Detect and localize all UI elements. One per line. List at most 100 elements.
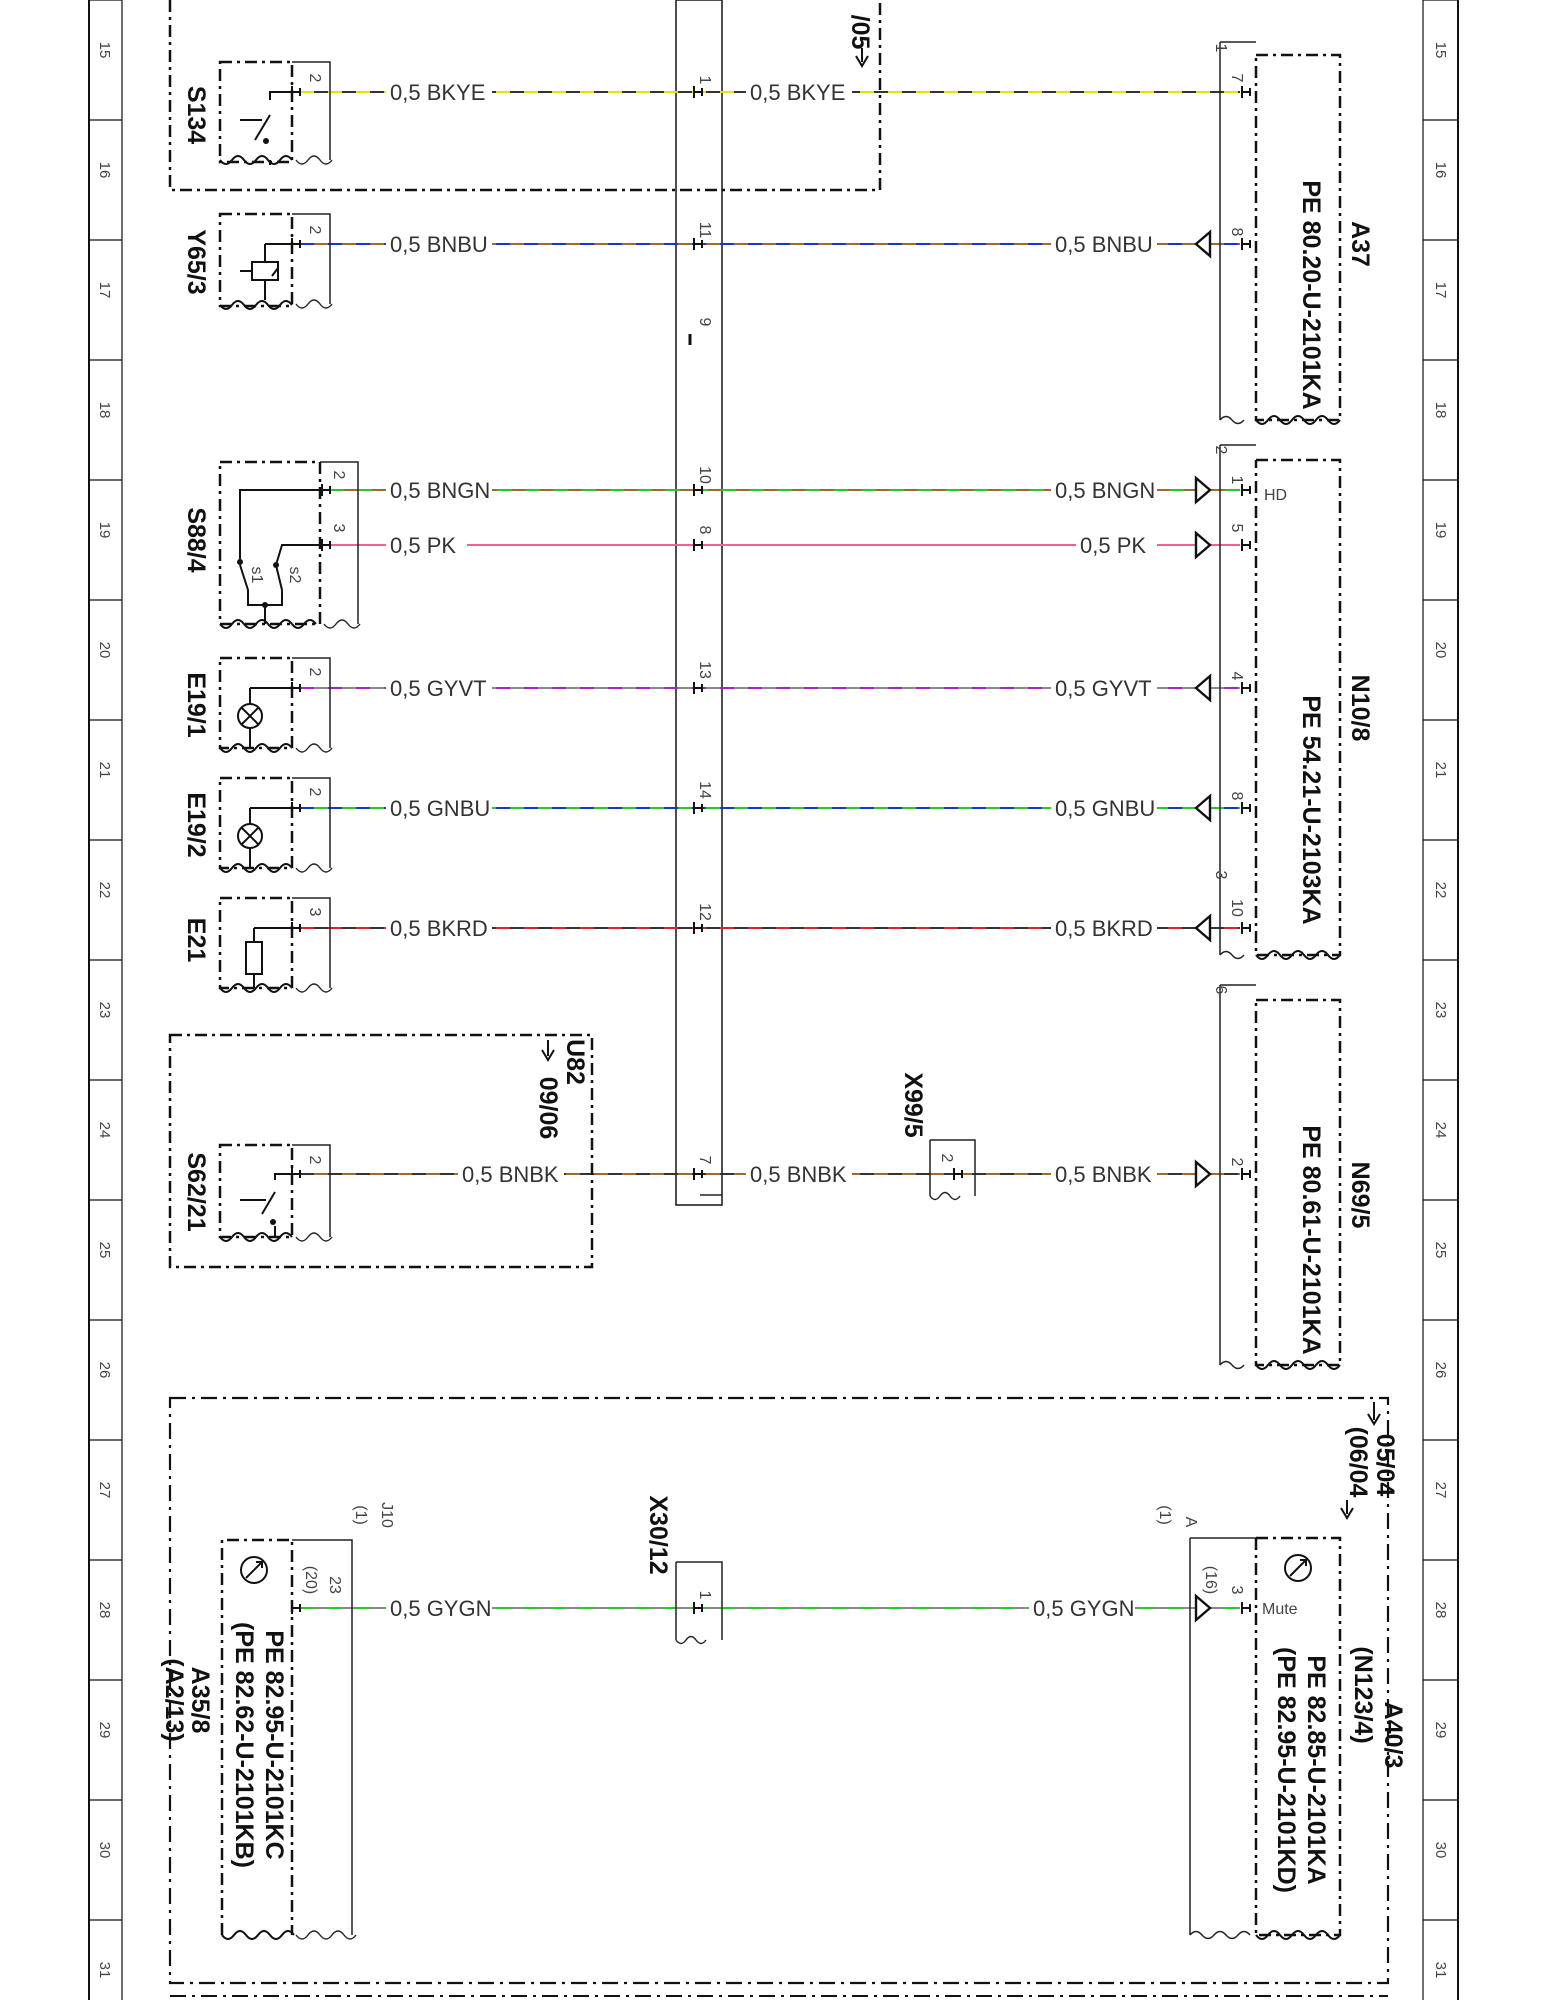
grid-label-left: 27 — [96, 1482, 113, 1499]
s134-group-frame — [168, 0, 882, 192]
e21-label: E21 — [182, 918, 210, 963]
grid-label-right: 19 — [1432, 522, 1449, 539]
a40-3-mute: Mute — [1262, 1601, 1298, 1618]
top-ref-arrow — [855, 48, 869, 68]
wire-label-bkrd: 0,5 BKRD — [390, 916, 488, 941]
wire-label-bg — [386, 536, 467, 560]
a40-3-ref1: 05/04 — [1371, 1434, 1399, 1497]
wire-label-gyvt: 0,5 GYVT — [390, 676, 487, 701]
component-a35-8: PE 82.95-U-2101KC (PE 82.62-U-2101KB) A3… — [160, 1502, 395, 1940]
connector-pin-1: 1 — [696, 76, 713, 85]
connector-pin-14: 14 — [696, 781, 713, 799]
u82-group-frame — [168, 1033, 594, 1269]
a37-body — [1254, 53, 1342, 422]
a35-8-pe1: PE 82.95-U-2101KC — [260, 1630, 288, 1859]
connector-pin-9: 9 — [696, 318, 713, 327]
connector-pin-10: 10 — [696, 466, 713, 484]
pin-terminal — [693, 539, 703, 551]
u82-ref: 09/06 — [534, 1077, 562, 1140]
pin-terminal — [1241, 238, 1251, 250]
wire-label-bg — [386, 481, 492, 505]
grid-label-right: 22 — [1432, 882, 1449, 899]
pin-terminal — [1241, 484, 1251, 496]
grid-label-right: 25 — [1432, 1242, 1449, 1259]
component-s62-21: S62/21 2 U82 09/06 — [168, 1033, 594, 1269]
a35-8-j-alt: (1) — [352, 1505, 369, 1525]
component-n10-8: N10/8 PE 54.21-U-2103KA 2 3 HD 1 5 4 8 1… — [1212, 444, 1374, 960]
grid-label-right: 15 — [1432, 42, 1449, 59]
pin-terminal — [1241, 1168, 1251, 1180]
s88-4-s1: s1 — [248, 567, 265, 584]
grid-label-right: 21 — [1432, 762, 1449, 779]
wire-label-gnbu: 0,5 GNBU — [1055, 796, 1155, 821]
a37-n: 1 — [1212, 44, 1229, 53]
wire-label-bg — [1051, 919, 1157, 943]
a40-3-pe2: (PE 82.95-U-2101KD) — [1272, 1647, 1300, 1893]
n10-8-pin-8: 8 — [1228, 792, 1245, 801]
a35-8-label: A35/8 — [186, 1667, 214, 1734]
a40-3-ref2: (06/04 — [1344, 1427, 1372, 1498]
pin-terminal — [693, 1602, 703, 1614]
pin-terminal — [1241, 86, 1251, 98]
wire-label-bg — [386, 799, 492, 823]
grid-label-left: 15 — [96, 42, 113, 59]
a35-8-pe2: (PE 82.62-U-2101KB) — [230, 1622, 258, 1868]
wire-label-bg — [1051, 481, 1157, 505]
a40-3-pe1: PE 82.85-U-2101KA — [1302, 1655, 1330, 1884]
s62-21-label: S62/21 — [182, 1152, 210, 1231]
grid-label-right: 27 — [1432, 1482, 1449, 1499]
connector-pin-8: 8 — [696, 526, 713, 535]
connector-pin-13: 13 — [696, 661, 713, 679]
connector-pin-7: 7 — [696, 1156, 713, 1165]
e21-pin: 3 — [306, 908, 323, 917]
a40-3-alt: (N123/4) — [1349, 1646, 1377, 1743]
component-s134: S134 2 — [168, 0, 882, 192]
n10-8-pin-10: 10 — [1228, 899, 1245, 917]
pin-terminal — [1241, 1602, 1251, 1614]
component-x99-5: X99/5 2 — [899, 1072, 976, 1201]
n10-8-pin-1: 1 — [1228, 476, 1245, 485]
connector-pin-labels: 1 11 10 8 13 14 12 7 — [696, 76, 713, 1165]
component-n69-5: N69/5 PE 80.61-U-2101KA 6 2 — [1212, 984, 1374, 1370]
wire-label-bg — [1076, 536, 1157, 560]
s62-21-pin: 2 — [306, 1156, 323, 1165]
n10-8-label: N10/8 — [1346, 675, 1374, 742]
e19-2-body — [218, 776, 294, 870]
x99-5-label: X99/5 — [899, 1072, 927, 1137]
u82-label: U82 — [561, 1039, 589, 1085]
s88-4-body — [218, 460, 322, 626]
a37-label: A37 — [1346, 221, 1374, 267]
n69-5-pe: PE 80.61-U-2101KA — [1297, 1125, 1325, 1354]
wire-label-bg — [386, 919, 492, 943]
grid-label-right: 26 — [1432, 1362, 1449, 1379]
wire-label-bkrd: 0,5 BKRD — [1055, 916, 1153, 941]
connector-pin-12: 12 — [696, 903, 713, 921]
top-ref: /05 — [846, 15, 874, 50]
wire-label-bngn: 0,5 BNGN — [1055, 478, 1155, 503]
wire-label-gnbu: 0,5 GNBU — [390, 796, 490, 821]
wire-label-bg — [386, 1599, 492, 1623]
wire-label-gyvt: 0,5 GYVT — [1055, 676, 1152, 701]
signal-arrow — [1194, 673, 1212, 703]
n10-8-pin-4: 4 — [1228, 672, 1245, 681]
grid-label-left: 30 — [96, 1842, 113, 1859]
wire-label-bnbu: 0,5 BNBU — [1055, 232, 1153, 257]
wire-label-gygn: 0,5 GYGN — [1033, 1596, 1134, 1621]
s134-label: S134 — [182, 86, 210, 144]
wire-label-bngn: 0,5 BNGN — [390, 478, 490, 503]
n69-5-label: N69/5 — [1346, 1162, 1374, 1229]
pin-terminal — [1241, 802, 1251, 814]
e19-2-label: E19/2 — [182, 792, 210, 857]
x30-12-label: X30/12 — [644, 1495, 672, 1574]
wire-label-bg — [746, 1165, 852, 1189]
grid-label-left: 26 — [96, 1362, 113, 1379]
a40-3-a: A — [1182, 1517, 1199, 1528]
pin-terminal — [693, 238, 703, 250]
e19-2-pin: 2 — [306, 788, 323, 797]
grid-label-left: 18 — [96, 402, 113, 419]
s88-4-pin-2: 2 — [330, 471, 347, 480]
wire-label-bg — [1051, 799, 1157, 823]
n69-5-pin: 2 — [1228, 1158, 1245, 1167]
